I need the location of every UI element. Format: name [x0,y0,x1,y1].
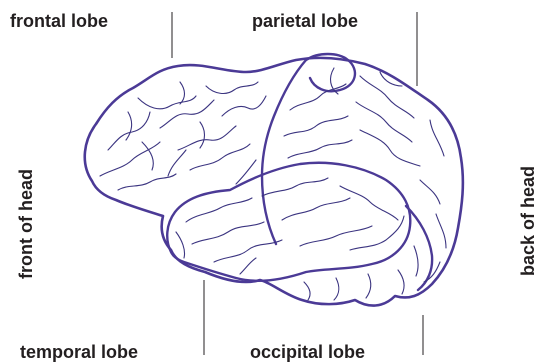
parietal-lobe-label: parietal lobe [252,11,358,31]
temporal-lobe-label: temporal lobe [20,342,138,362]
brain-illustration [85,54,463,306]
brain-outline [85,58,463,306]
temporal-lobe-outline [167,163,410,281]
back-of-head-label: back of head [518,166,538,276]
occipital-lobe-label: occipital lobe [250,342,365,362]
front-of-head-label: front of head [16,169,36,279]
parietal-fold [306,54,355,91]
frontal-lobe-label: frontal lobe [10,11,108,31]
brain-folds [100,68,446,300]
central-sulcus [262,60,306,244]
